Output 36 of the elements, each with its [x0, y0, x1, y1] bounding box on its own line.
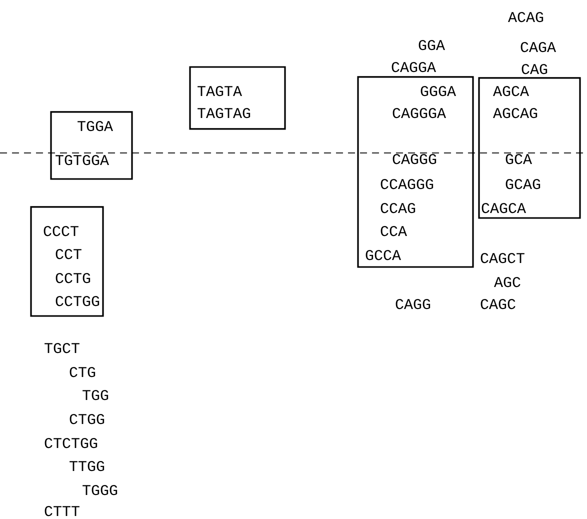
- sequence-text: CTTT: [44, 506, 80, 516]
- sequence-text: TTGG: [70, 460, 104, 472]
- sequence-text: GGGA: [420, 86, 456, 96]
- sequence-text: CTCTGG: [44, 438, 98, 448]
- sequence-text: TAGTAG: [198, 108, 250, 118]
- sequence-text: CCT: [56, 248, 82, 260]
- sequence-text: CAGCA: [482, 202, 526, 214]
- sequence-text: GCCA: [366, 250, 401, 260]
- sequence-text: TGCT: [44, 342, 80, 354]
- sequence-text: CCA: [380, 226, 407, 236]
- sequence-text: CAGA: [520, 42, 556, 52]
- sequence-text: CCTG: [56, 272, 90, 284]
- sequence-text: CCAGGG: [380, 178, 434, 190]
- sequence-text: CCTGG: [56, 296, 100, 306]
- sequence-text: TGTGGA: [56, 154, 109, 166]
- sequence-text: CAGG: [396, 298, 430, 310]
- sequence-text: TGGA: [78, 120, 113, 132]
- sequence-text: CTGG: [70, 414, 104, 424]
- sequence-text: AGCAG: [493, 108, 538, 118]
- sequence-text: CCCT: [44, 226, 78, 236]
- sequence-text: GCAG: [506, 178, 540, 190]
- sequence-text: AGCA: [493, 86, 529, 96]
- sequence-text: CAGGGA: [392, 108, 446, 118]
- sequence-text: CCAG: [380, 202, 416, 214]
- sequence-text: GCA: [506, 154, 532, 164]
- sequence-text: CAGCT: [480, 252, 524, 264]
- sequence-text: CAGC: [480, 298, 516, 310]
- sequence-text: CTG: [70, 366, 96, 378]
- sequence-text: CAGGG: [392, 154, 436, 164]
- sequence-text: TGG: [82, 390, 108, 400]
- sequence-text: CAGGA: [392, 62, 436, 72]
- sequence-text: AGC: [494, 276, 520, 288]
- sequence-text: TAGTA: [198, 86, 242, 96]
- sequence-text: ACAG: [508, 12, 544, 22]
- sequence-text: TGGG: [82, 484, 118, 496]
- sequence-text: GGA: [418, 40, 445, 50]
